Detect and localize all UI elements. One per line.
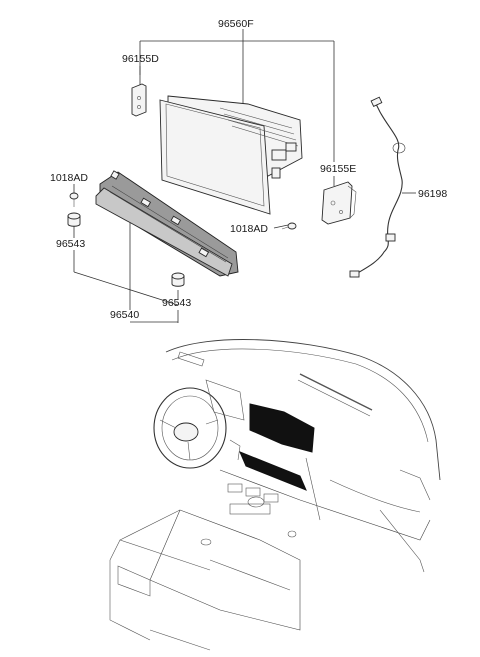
head-unit — [159, 95, 303, 215]
label-knob-right: 96543 — [162, 297, 191, 309]
wiring-cable — [349, 96, 406, 278]
control-panel — [95, 170, 239, 277]
label-knob-left: 96543 — [56, 238, 85, 250]
control-panel-location — [239, 451, 307, 491]
screw-right — [281, 222, 297, 230]
label-bracket-left: 96155D — [122, 53, 159, 65]
label-screw-right: 1018AD — [230, 223, 268, 235]
screw-left — [69, 192, 79, 207]
bracket-right — [321, 181, 357, 225]
dashboard-illustration — [109, 339, 441, 651]
bracket-left — [131, 83, 147, 117]
label-control-panel: 96540 — [110, 309, 139, 321]
label-screw-left: 1018AD — [50, 172, 88, 184]
label-cable: 96198 — [418, 188, 447, 200]
knob-left — [67, 212, 81, 227]
label-head-unit: 96560F — [218, 18, 254, 30]
knob-right — [171, 272, 185, 287]
label-bracket-right: 96155E — [320, 163, 356, 175]
head-unit-location — [249, 403, 315, 453]
